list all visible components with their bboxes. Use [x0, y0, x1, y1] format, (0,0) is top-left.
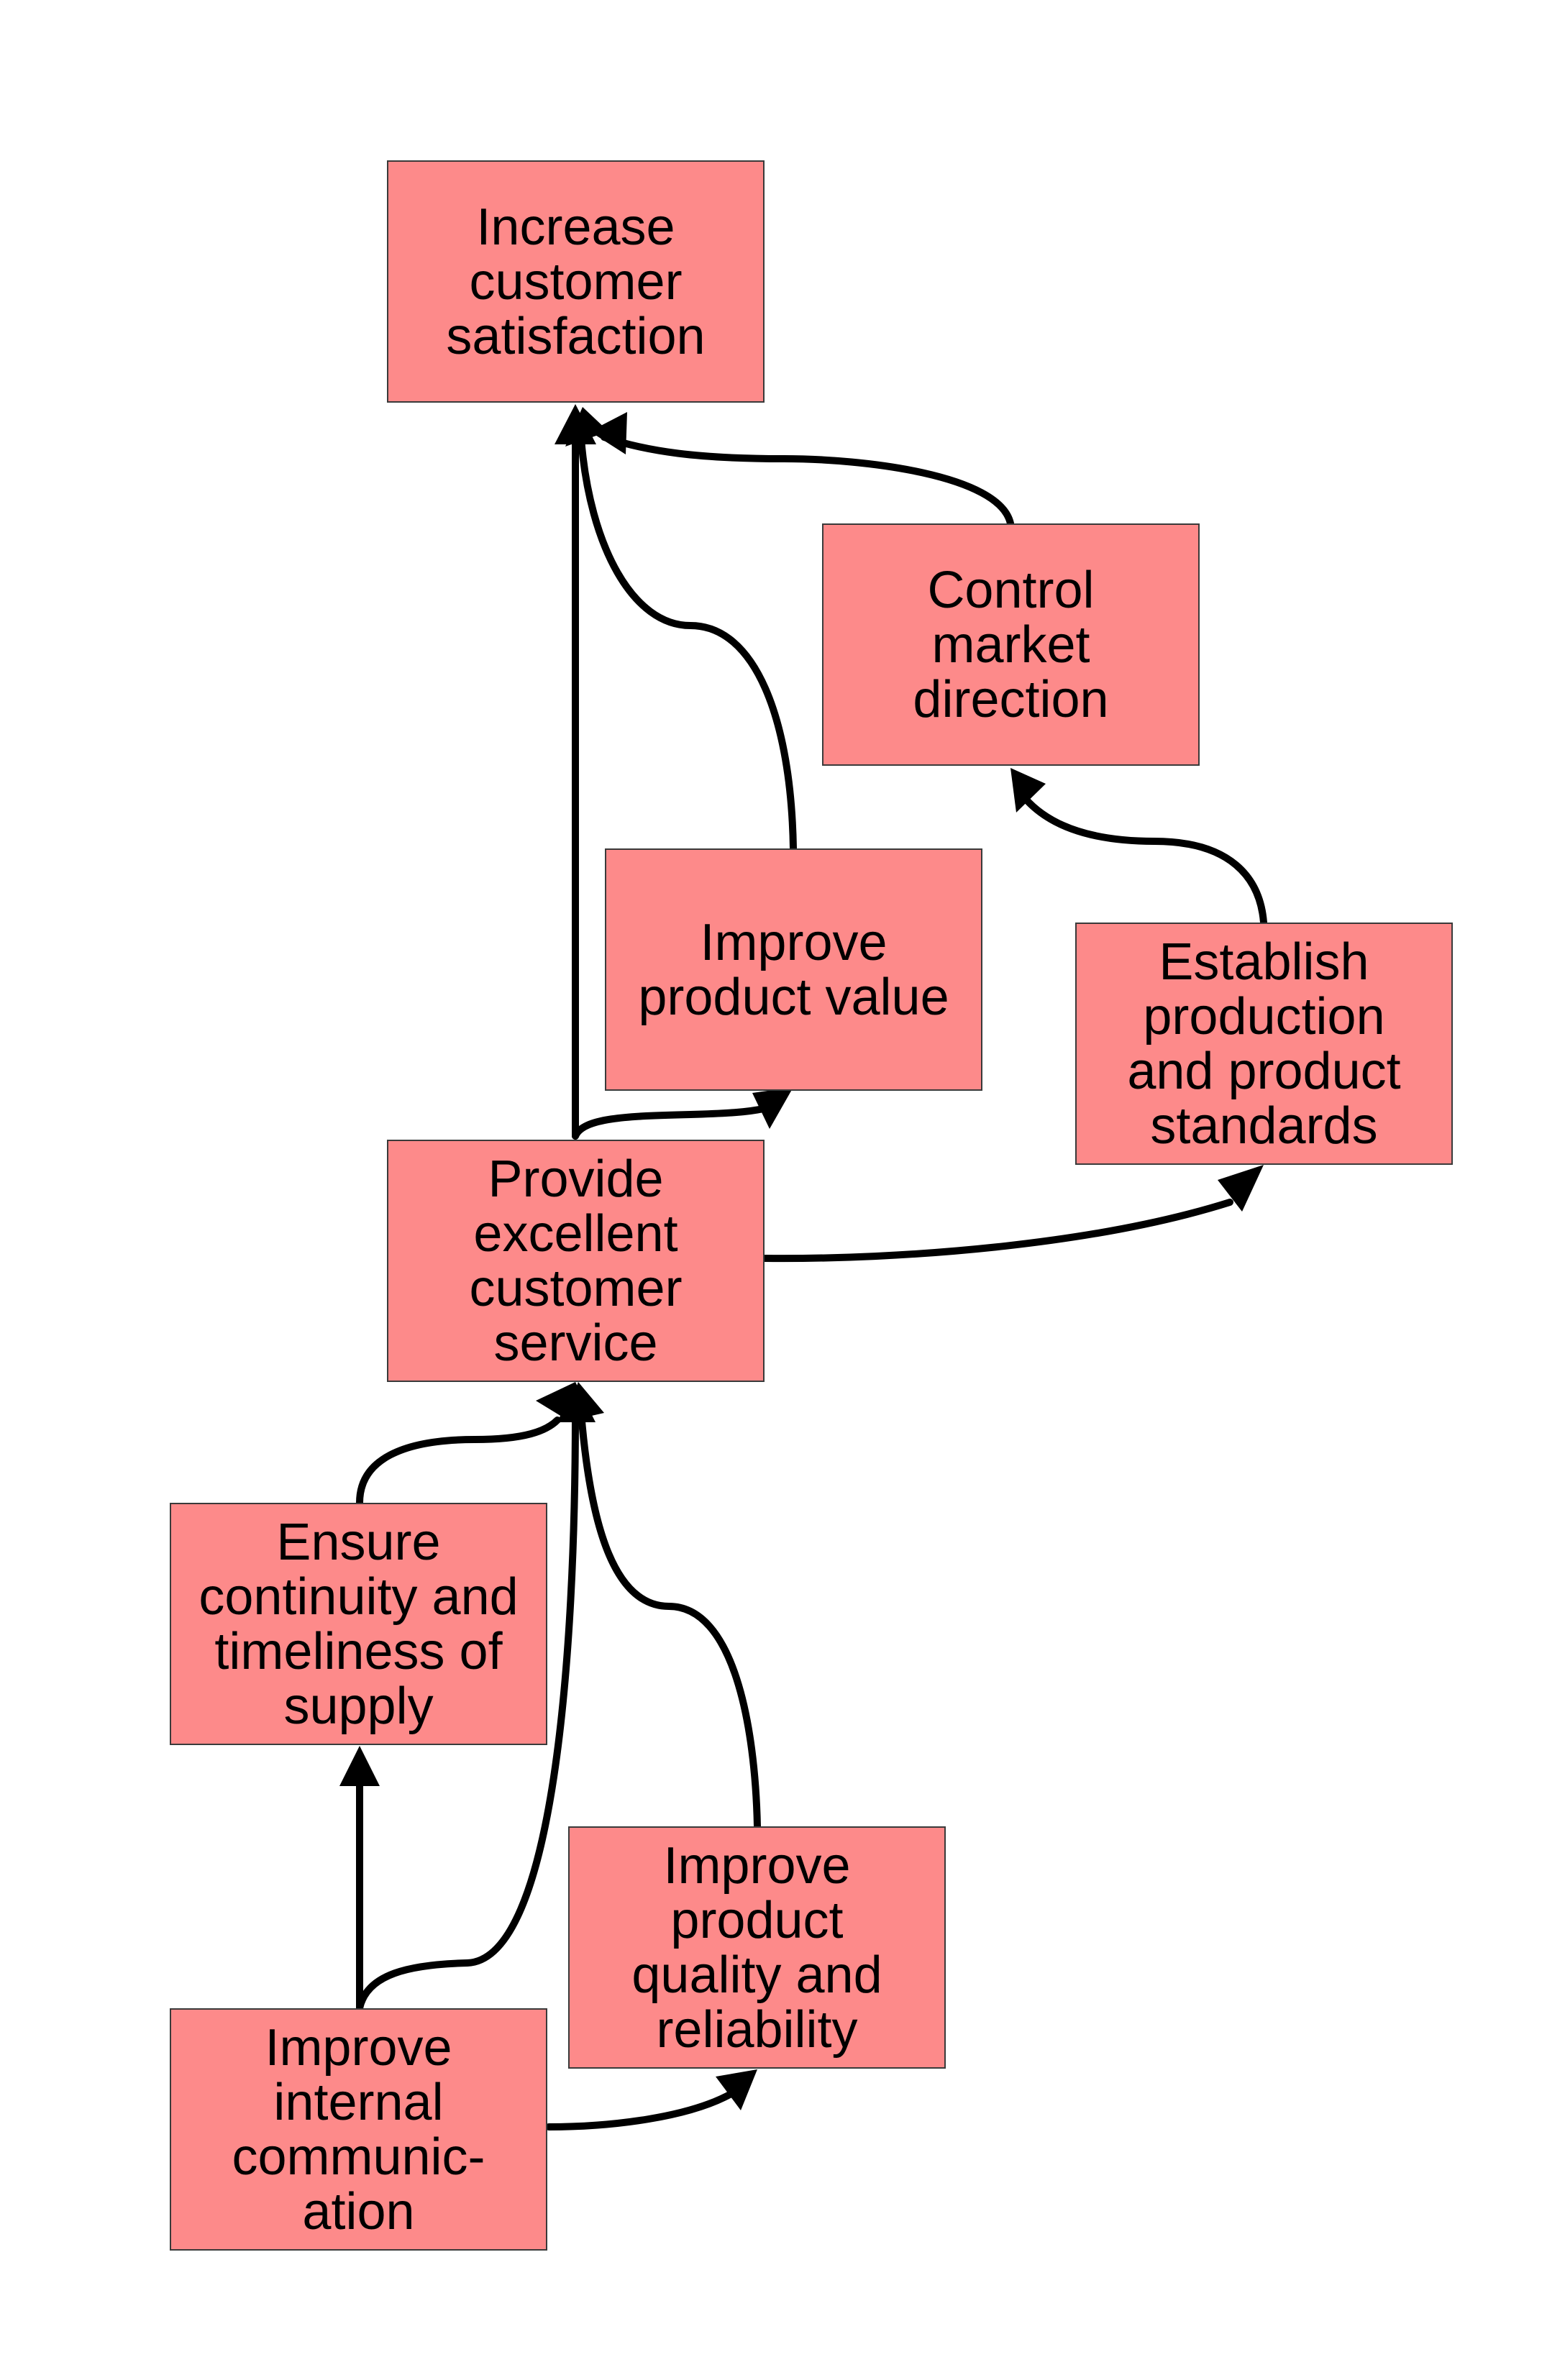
node-label: Improve internal communic- ation — [232, 2018, 485, 2241]
node-label: Control market direction — [913, 561, 1109, 728]
arrowhead-icon — [563, 1382, 604, 1422]
node-improve-communication: Improve internal communic- ation — [170, 2008, 547, 2251]
edge-communication-to-service — [356, 1409, 579, 2012]
arrowhead-icon — [752, 1087, 793, 1129]
node-label: Increase customer satisfaction — [446, 198, 706, 365]
edge-communication-to-quality — [545, 2089, 737, 2130]
node-label: Establish production and product standar… — [1127, 933, 1401, 1155]
node-improve-product-value: Improve product value — [605, 848, 982, 1091]
node-label: Ensure continuity and timeliness of supp… — [199, 1513, 519, 1735]
arrowhead-icon — [1218, 1165, 1264, 1212]
node-ensure-supply: Ensure continuity and timeliness of supp… — [170, 1503, 547, 1745]
arrowhead-icon — [716, 2069, 757, 2110]
arrowhead-icon — [339, 1746, 380, 1786]
arrowhead-icon — [590, 412, 627, 454]
node-label: Improve product quality and reliability — [631, 1836, 882, 2059]
node-label: Improve product value — [638, 913, 949, 1026]
edge-quality-to-service — [578, 1409, 761, 1830]
edge-market-to-satisfaction — [601, 434, 1014, 527]
arrowhead-icon — [565, 407, 608, 447]
arrowhead-icon — [1010, 768, 1046, 813]
edge-value-to-satisfaction — [578, 435, 797, 852]
node-control-market-direction: Control market direction — [822, 523, 1200, 766]
edge-service-to-value — [572, 1104, 773, 1140]
edge-supply-to-service — [356, 1416, 561, 1506]
node-increase-customer-satisfaction: Increase customer satisfaction — [387, 160, 765, 403]
edge-service-to-standards — [761, 1199, 1233, 1263]
edge-standards-to-market — [1021, 795, 1267, 926]
node-provide-customer-service: Provide excellent customer service — [387, 1140, 765, 1382]
node-establish-standards: Establish production and product standar… — [1075, 923, 1453, 1165]
node-improve-quality: Improve product quality and reliability — [568, 1826, 946, 2069]
node-label: Provide excellent customer service — [469, 1150, 683, 1372]
